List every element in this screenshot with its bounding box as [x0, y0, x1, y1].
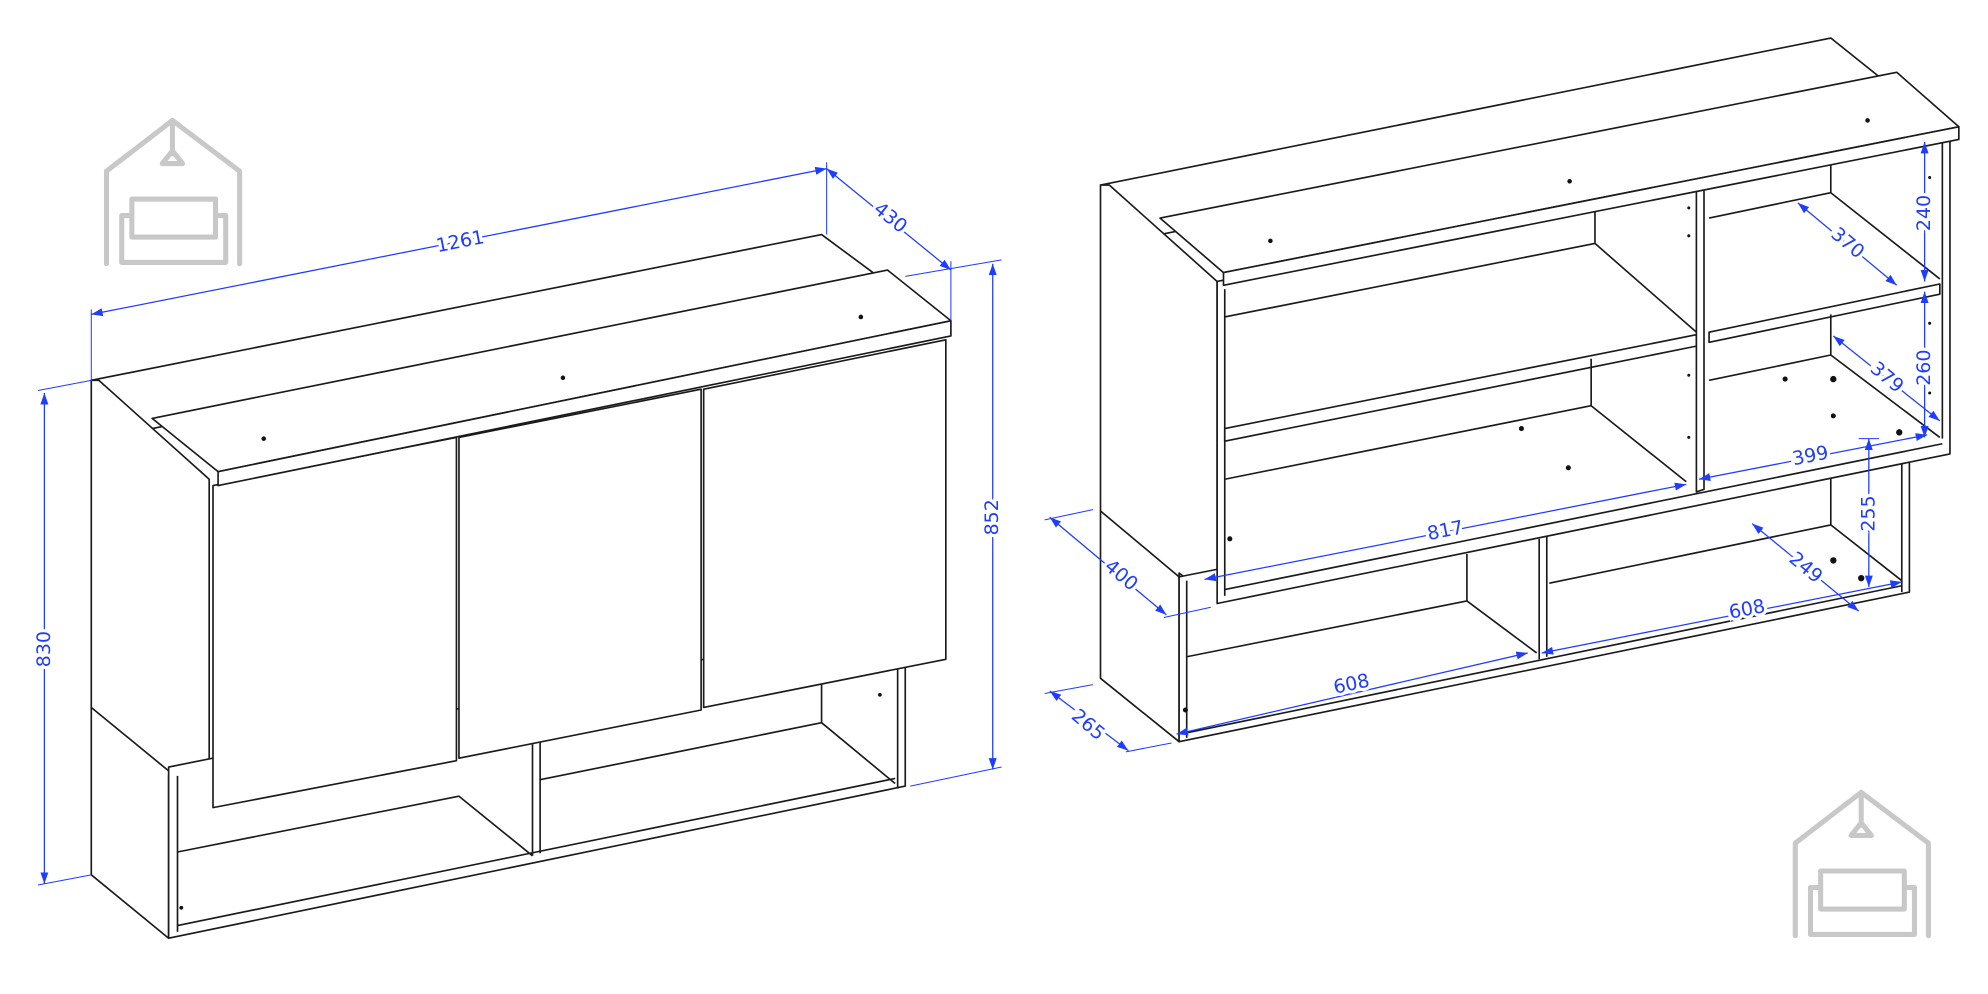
cabinet-door: [702, 338, 947, 709]
dimension-depth-label: 430: [869, 198, 911, 238]
dimension-height-left-label: 830: [33, 631, 55, 667]
dimension-260-label: 260: [1913, 350, 1935, 386]
closed-cabinet-view: [90, 233, 952, 940]
open-cabinet-view: [1099, 37, 1960, 743]
dimension-height-right-label: 852: [981, 499, 1003, 535]
dimension-255-label: 255: [1857, 495, 1879, 531]
dimension-240-label: 240: [1913, 195, 1935, 231]
cabinet-door: [212, 436, 458, 809]
dimension-265-label: 265: [1067, 705, 1109, 745]
dimension-width-label: 1261: [434, 226, 486, 257]
house-sofa-logo-icon: [103, 117, 243, 267]
cabinet-door: [458, 388, 702, 760]
house-sofa-logo-icon: [1792, 789, 1931, 939]
